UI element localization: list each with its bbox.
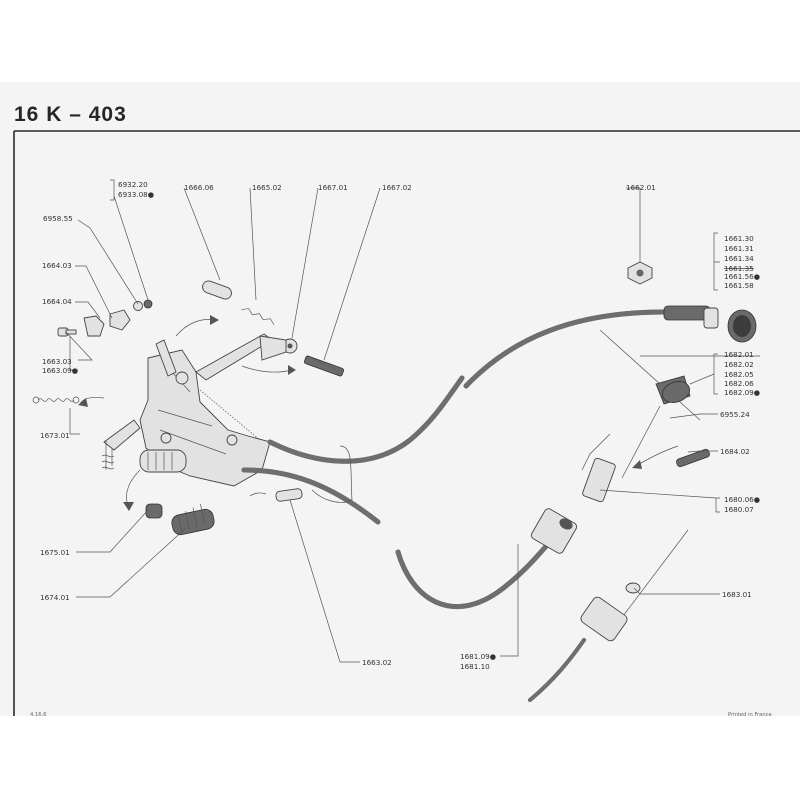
label-1661-31: 1661.31: [724, 244, 754, 253]
pedal-pin-parts: [202, 280, 344, 377]
label-1673-01: 1673.01: [40, 431, 70, 440]
label-1683-01: 1683.01: [722, 590, 752, 599]
label-1682-05: 1682.05: [724, 370, 754, 379]
label-1663-02: 1663.02: [362, 658, 392, 667]
label-6933-08: 6933.08●: [118, 190, 154, 199]
page-reference: 4.16.6: [30, 712, 47, 718]
cables: [241, 309, 667, 610]
label-1665-02: 1665.02: [252, 183, 282, 192]
label-1680-06: 1680.06●: [724, 495, 760, 504]
label-1661-56: 1661.56●: [724, 272, 760, 281]
assembly-arrows: [78, 315, 679, 511]
label-1661-35: 1661.35: [724, 264, 754, 273]
label-6958-55: 6958.55: [43, 214, 73, 223]
label-1680-07: 1680.07: [724, 505, 754, 514]
part-labels: 6932.20 6933.08● 6958.55 1664.03 1664.04…: [40, 180, 760, 671]
label-1664-04: 1664.04: [42, 297, 72, 306]
label-1682-06: 1682.06: [724, 379, 754, 388]
label-1667-02: 1667.02: [382, 183, 412, 192]
cable-end-assembly: [528, 375, 710, 702]
cable-connector: [599, 261, 760, 421]
label-1663-09: 1663.09●: [42, 366, 78, 375]
label-1664-03: 1664.03: [42, 261, 72, 270]
label-1682-02: 1682.02: [724, 360, 754, 369]
sheet-frame: [13, 130, 800, 716]
label-1682-01: 1682.01: [724, 350, 754, 359]
label-1674-01: 1674.01: [40, 593, 70, 602]
label-1682-09: 1682.09●: [724, 388, 760, 397]
label-1681-10: 1681.10: [460, 662, 490, 671]
label-1675-01: 1675.01: [40, 548, 70, 557]
label-1661-30: 1661.30: [724, 234, 754, 243]
label-1684-02: 1684.02: [720, 447, 750, 456]
label-1661-58: 1661.58: [724, 281, 754, 290]
sheet-title: 16 K – 403: [14, 103, 127, 126]
stop-rubber-parts: [145, 488, 303, 536]
small-parts-group: [32, 299, 153, 404]
label-1667-01: 1667.01: [318, 183, 348, 192]
print-footer: Printed in France: [728, 712, 772, 718]
label-1662-01: 1662.01: [626, 183, 656, 192]
label-6955-24: 6955.24: [720, 410, 750, 419]
label-1663-03: 1663.03: [42, 357, 72, 366]
leader-lines: [65, 179, 720, 663]
label-1681-09: 1681.09●: [460, 652, 496, 661]
label-1661-34: 1661.34: [724, 254, 754, 263]
label-1666-06: 1666.06: [184, 183, 214, 192]
label-6932-20: 6932.20: [118, 180, 148, 189]
